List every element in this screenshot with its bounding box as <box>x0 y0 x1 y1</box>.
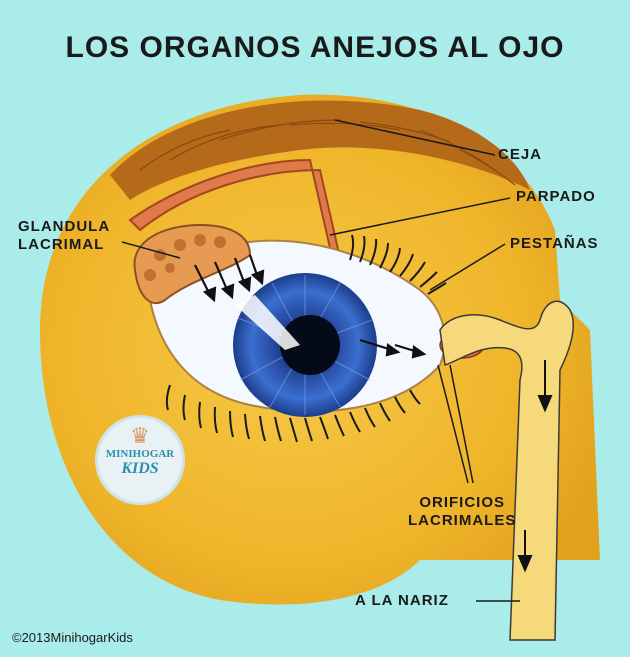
label-glandula-line1: GLANDULA <box>18 218 111 235</box>
label-orificios-line2: LACRIMALES <box>408 512 517 529</box>
label-glandula-line2: LACRIMAL <box>18 236 105 253</box>
diagram-title: LOS ORGANOS ANEJOS AL OJO <box>65 31 565 64</box>
duct-flow-arrows <box>517 360 553 573</box>
label-orificios-line1: ORIFICIOS <box>419 494 505 511</box>
label-glandula-lacrimal: GLANDULA LACRIMAL <box>18 218 110 254</box>
minihogar-kids-logo: ♛ MINIHOGAR KIDS <box>98 418 182 502</box>
lower-eyelashes <box>165 384 421 443</box>
label-a-la-nariz: A LA NARIZ <box>355 592 449 609</box>
tear-flow-arrows <box>194 254 427 359</box>
logo-text-line2: KIDS <box>121 460 159 477</box>
pupil <box>280 315 340 375</box>
eyebrow <box>110 100 530 200</box>
upper-eyelashes <box>349 234 447 295</box>
label-parpado: PARPADO <box>516 188 596 205</box>
lacrimal-duct <box>439 300 574 641</box>
copyright-text: ©2013MinihogarKids <box>12 630 133 645</box>
label-ceja: CEJA <box>498 146 543 163</box>
eyebrow-hairs <box>139 119 516 186</box>
leader-lines <box>121 119 520 602</box>
eye-reflection <box>235 295 300 350</box>
label-pestanas: PESTAÑAS <box>510 235 599 252</box>
logo-text-line1: MINIHOGAR <box>105 448 175 460</box>
label-orificios-lacrimales: ORIFICIOS LACRIMALES <box>408 494 516 530</box>
crown-icon: ♛ <box>130 423 150 448</box>
